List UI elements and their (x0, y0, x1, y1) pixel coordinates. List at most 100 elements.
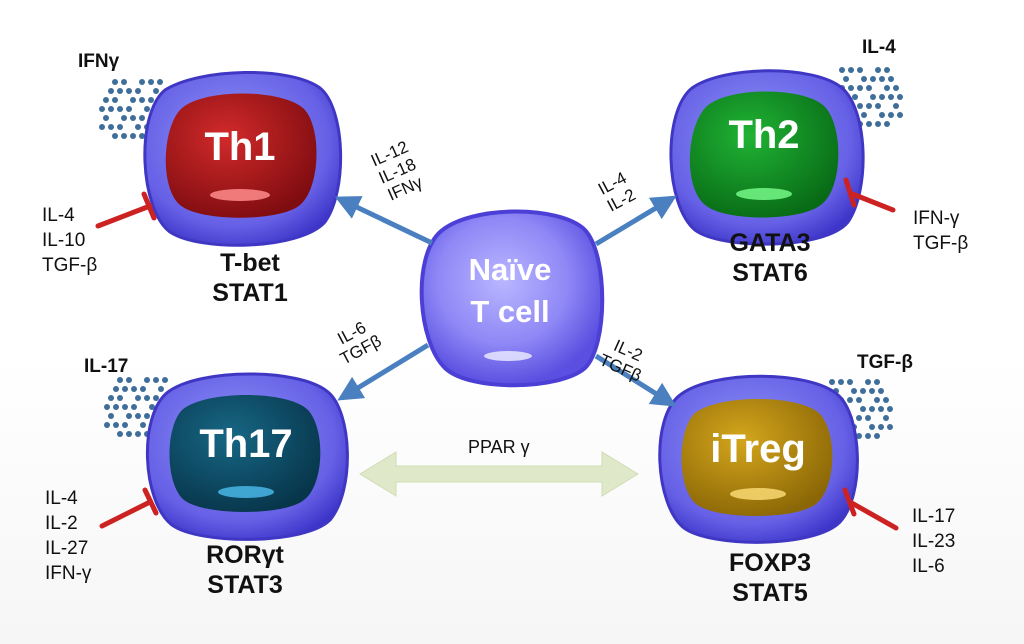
cytokine-dot (839, 67, 845, 73)
cytokine-dot (140, 386, 146, 392)
cytokine-dot (126, 413, 132, 419)
cytokine-dot (108, 413, 114, 419)
cytokine-dot (117, 124, 123, 130)
th1-highlight (210, 189, 270, 201)
naive-membrane (419, 209, 605, 388)
ppar-gamma-double-arrow (359, 451, 639, 497)
th1-secreted-label: IFNγ (78, 51, 120, 72)
cytokine-dot (866, 121, 872, 127)
cytokine-dot (140, 422, 146, 428)
cytokine-dot (162, 377, 168, 383)
th2-highlight (736, 188, 792, 200)
arrow-to-th17 (337, 342, 430, 401)
cytokine-dot (135, 395, 141, 401)
th17-cell: Th17 (145, 372, 349, 541)
cytokine-dot (857, 67, 863, 73)
cytokine-dot (135, 431, 141, 437)
inhibition-itreg (842, 487, 899, 531)
cytokine-dot (843, 76, 849, 82)
itreg-secreted-label: TGF-β (857, 352, 913, 373)
th17-nucleus (169, 395, 321, 512)
itreg-nucleus (681, 399, 833, 516)
cytokine-dot (139, 97, 145, 103)
cytokine-dot (99, 106, 105, 112)
cytokine-dot (104, 404, 110, 410)
cytokine-dot (884, 85, 890, 91)
cytokine-dot (117, 106, 123, 112)
cytokine-dot (135, 124, 141, 130)
cytokine-dot (878, 424, 884, 430)
cytokine-dot (117, 431, 123, 437)
cytokine-dot (883, 415, 889, 421)
cytokine-dot (870, 76, 876, 82)
th1-label: Th1 (204, 125, 275, 169)
cytokine-dot (848, 85, 854, 91)
cytokine-dot (153, 377, 159, 383)
cytokine-dot (865, 415, 871, 421)
cytokine-dot (869, 388, 875, 394)
cytokine-dot (112, 97, 118, 103)
cytokine-dot (103, 97, 109, 103)
inhibition-th2 (843, 177, 896, 213)
cytokine-dot (144, 106, 150, 112)
cytokine-dot (117, 88, 123, 94)
cytokine-dot (856, 415, 862, 421)
cytokine-dot (149, 404, 155, 410)
ppar-gamma-label: PPAR γ (468, 437, 530, 457)
cytokine-dot (130, 97, 136, 103)
th17-transcription-factors: RORγt STAT3 (206, 541, 284, 599)
cytokine-dot (866, 103, 872, 109)
cytokine-dot (893, 103, 899, 109)
cytokine-dot (870, 94, 876, 100)
cytokine-dot (874, 397, 880, 403)
cytokine-dot (856, 433, 862, 439)
arrow-to-th1 (334, 196, 434, 246)
cytokine-dot (108, 124, 114, 130)
th2-label: Th2 (728, 113, 799, 157)
itreg-label: iTreg (710, 427, 806, 471)
cytokine-dot (126, 377, 132, 383)
cytokine-dot (122, 422, 128, 428)
th2-cell: Th2 (669, 69, 865, 246)
cytokine-dot (856, 397, 862, 403)
cytokine-dot (888, 94, 894, 100)
inhibition-th17 (99, 487, 159, 529)
cytokine-dot (829, 379, 835, 385)
th2-nucleus (689, 91, 839, 218)
cytokine-dot (113, 386, 119, 392)
cytokine-dot (861, 112, 867, 118)
cytokine-dot (112, 79, 118, 85)
cytokine-dot (851, 388, 857, 394)
cytokine-dot (857, 103, 863, 109)
itreg-transcription-factors: FOXP3 STAT5 (729, 549, 811, 607)
cytokine-dot (878, 406, 884, 412)
cytokine-dot (874, 433, 880, 439)
th1-nucleus (165, 93, 317, 218)
cytokine-dot (126, 431, 132, 437)
cytokine-dot (112, 133, 118, 139)
cytokine-dot (897, 112, 903, 118)
th17-highlight (218, 486, 274, 498)
cytokine-dot (139, 133, 145, 139)
cytokine-dot (888, 112, 894, 118)
th2-inhibitors: IFN-γ TGF-β (913, 208, 969, 254)
cytokine-dot (99, 124, 105, 130)
cytokine-dot (865, 433, 871, 439)
cytokine-dot (875, 121, 881, 127)
cytokine-dot (131, 404, 137, 410)
cytokine-dot (860, 406, 866, 412)
itreg-highlight (730, 488, 786, 500)
itreg-cell: iTreg (658, 374, 859, 544)
cytokine-dot (121, 133, 127, 139)
cytokine-dot (158, 386, 164, 392)
cytokine-dot (148, 97, 154, 103)
cytokine-dot (117, 377, 123, 383)
cytokine-dot (139, 79, 145, 85)
cytokine-dot (157, 79, 163, 85)
th1-cell: Th1 (143, 70, 343, 247)
cytokine-dot (108, 88, 114, 94)
cytokine-dot (103, 115, 109, 121)
cytokine-dot (847, 397, 853, 403)
cytokine-dot (869, 406, 875, 412)
